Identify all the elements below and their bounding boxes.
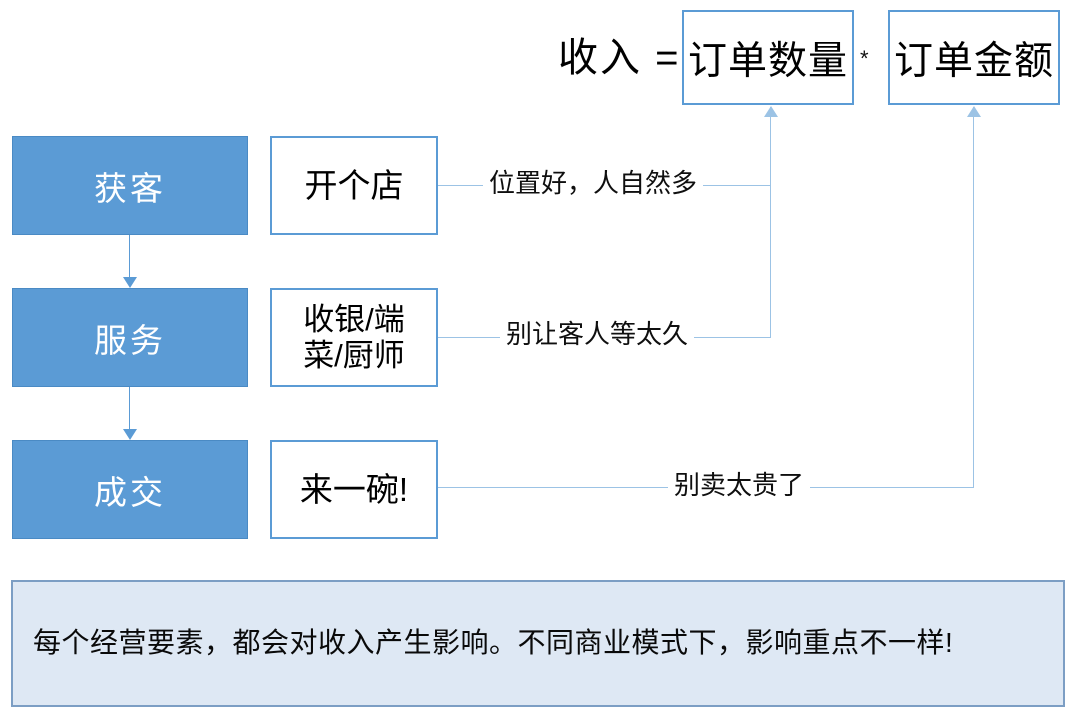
stage-flow-arrowhead-service xyxy=(123,277,137,288)
stage-flow-line-acquire-to-service xyxy=(129,235,130,277)
formula-box-order-amount[interactable]: 订单金额 xyxy=(888,10,1060,105)
detail-box-staff-roles-line-2: 菜/厨师 xyxy=(303,337,405,373)
stage-flow-arrowhead-deal xyxy=(123,429,137,440)
formula-box-order-quantity[interactable]: 订单数量 xyxy=(682,10,854,105)
detail-box-staff-roles-lines: 收银/端 菜/厨师 xyxy=(303,302,405,373)
connector-line-acquire-vertical xyxy=(770,107,771,186)
stage-box-service-label: 服务 xyxy=(94,321,166,359)
connector-label-deal: 别卖太贵了 xyxy=(668,471,811,500)
stage-box-acquire-label: 获客 xyxy=(94,169,166,207)
detail-box-staff-roles-line-1: 收银/端 xyxy=(303,301,405,337)
detail-box-open-shop-label: 开个店 xyxy=(304,166,404,204)
formula-box-order-amount-label: 订单金额 xyxy=(893,39,1054,83)
formula-box-order-quantity-label: 订单数量 xyxy=(687,39,848,83)
stage-box-service[interactable]: 服务 xyxy=(12,288,248,387)
stage-flow-line-service-to-deal xyxy=(129,387,130,429)
callout-box: 每个经营要素，都会对收入产生影响。不同商业模式下，影响重点不一样! xyxy=(11,580,1065,707)
formula-left-hand-side: 收入 = xyxy=(558,36,681,80)
detail-box-order-a-bowl[interactable]: 来一碗! xyxy=(270,440,438,539)
detail-box-open-shop[interactable]: 开个店 xyxy=(270,136,438,235)
stage-box-deal[interactable]: 成交 xyxy=(12,440,248,539)
connector-label-service: 别让客人等太久 xyxy=(500,320,695,349)
connector-label-acquire: 位置好，人自然多 xyxy=(483,169,704,198)
formula-multiply-symbol: * xyxy=(860,46,869,71)
detail-box-staff-roles[interactable]: 收银/端 菜/厨师 xyxy=(270,288,438,387)
detail-box-order-a-bowl-label: 来一碗! xyxy=(299,470,409,508)
callout-text: 每个经营要素，都会对收入产生影响。不同商业模式下，影响重点不一样! xyxy=(33,627,954,659)
stage-box-acquire[interactable]: 获客 xyxy=(12,136,248,235)
connector-line-service-vertical xyxy=(770,185,771,338)
connector-arrowhead-order-quantity-top xyxy=(764,106,778,117)
connector-arrowhead-order-amount-top xyxy=(967,106,981,117)
stage-box-deal-label: 成交 xyxy=(94,473,166,511)
connector-line-deal-vertical xyxy=(973,107,974,488)
